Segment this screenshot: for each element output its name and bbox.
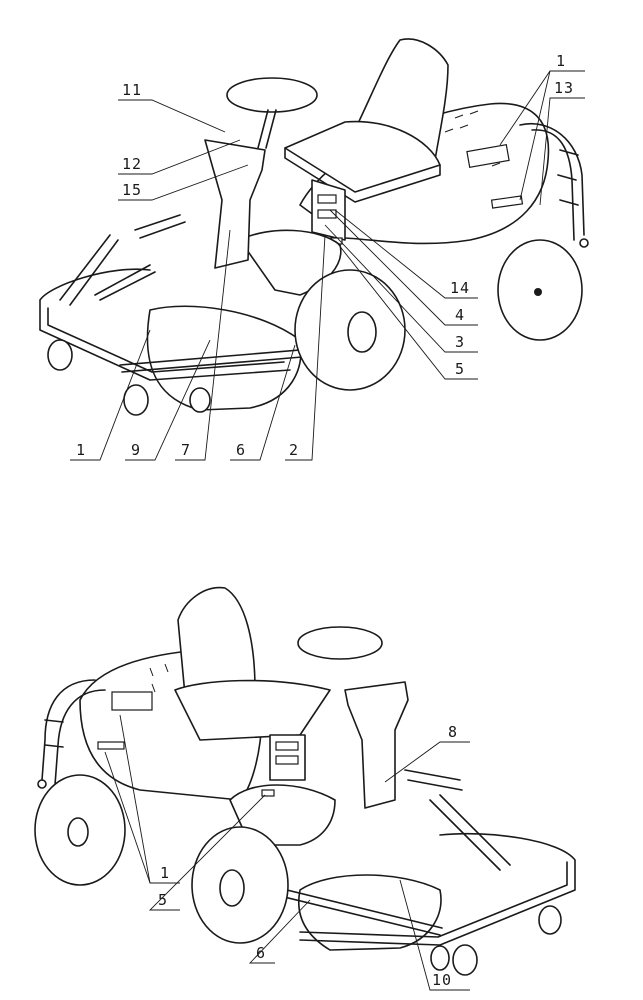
- callout-5-top: 5: [455, 360, 465, 378]
- caster-a-bottom: [452, 944, 478, 976]
- rear-right-hub: [534, 288, 542, 296]
- callout-7: 7: [181, 441, 191, 459]
- seat-cushion-edge: [284, 147, 441, 203]
- callout-9: 9: [131, 441, 141, 459]
- roll-bar-foot-bottom: [37, 779, 47, 789]
- caster-c-bottom: [430, 945, 450, 971]
- side-decal-bottom: [97, 741, 125, 750]
- roll-bar-foot: [579, 238, 589, 248]
- left-wheel-bottom: [34, 774, 126, 886]
- callout-14: 14: [450, 279, 470, 297]
- callout-8: 8: [448, 723, 458, 741]
- callout-15: 15: [122, 181, 142, 199]
- steering-shaft: [257, 109, 277, 149]
- left-hub-bottom: [67, 817, 89, 847]
- rear-body-vents: [444, 110, 501, 167]
- callout-1-bottom-left: 1: [76, 441, 86, 459]
- mower-deck: [146, 305, 302, 411]
- callout-11: 11: [122, 81, 142, 99]
- rear-roll-bar-bottom: [41, 679, 106, 786]
- seat-decal-b-bottom: [275, 755, 299, 765]
- seat-cushion-bottom: [174, 679, 331, 741]
- side-decal: [490, 195, 524, 209]
- bottom-callouts: 8 1 5 6 10: [150, 723, 470, 991]
- front-caster-right: [189, 387, 211, 413]
- callout-1-top-right: 1: [556, 52, 566, 70]
- fender-decal-bottom: [261, 789, 275, 797]
- top-callouts: 11 12 15 1 13 14 4 3 5 1 9 7 6 2: [70, 52, 585, 461]
- front-caster-mid: [123, 384, 149, 416]
- steering-column-bottom: [344, 681, 409, 809]
- callout-12: 12: [122, 155, 142, 173]
- lift-cylinder-bottom: [404, 769, 511, 871]
- seat-back-bottom: [177, 586, 256, 696]
- bottom-mower-illustration: [34, 586, 576, 976]
- hood-decal: [466, 143, 510, 169]
- callout-4: 4: [455, 306, 465, 324]
- steering-wheel: [226, 77, 318, 113]
- front-right-hub: [347, 311, 377, 353]
- lift-cylinder-left: [59, 234, 156, 306]
- seat-decal-a: [317, 194, 337, 204]
- seat-decal-b: [317, 209, 337, 219]
- steering-wheel-bottom: [297, 626, 383, 660]
- callout-5-bottom: 5: [158, 891, 168, 909]
- callout-1-bottom: 1: [160, 864, 170, 882]
- callout-10: 10: [432, 971, 452, 989]
- front-wheel-bottom: [191, 826, 289, 944]
- rear-body-vents-bottom: [149, 663, 204, 693]
- front-right-wheel: [294, 269, 406, 391]
- callout-6-top: 6: [236, 441, 246, 459]
- callout-3: 3: [455, 333, 465, 351]
- rear-roll-bar: [519, 122, 585, 241]
- lift-cylinder-right: [134, 214, 186, 239]
- front-hub-bottom: [219, 869, 245, 907]
- callout-6-bottom: 6: [256, 944, 266, 962]
- callout-13: 13: [554, 79, 574, 97]
- front-bumper-frame: [39, 268, 291, 381]
- hood-decal-bottom: [111, 691, 153, 711]
- top-mower-illustration: [39, 38, 589, 416]
- caster-b-bottom: [538, 905, 562, 935]
- mower-deck-bottom: [298, 874, 442, 951]
- callout-2: 2: [289, 441, 299, 459]
- front-caster-left: [47, 339, 73, 371]
- seat-decal-a-bottom: [275, 741, 299, 751]
